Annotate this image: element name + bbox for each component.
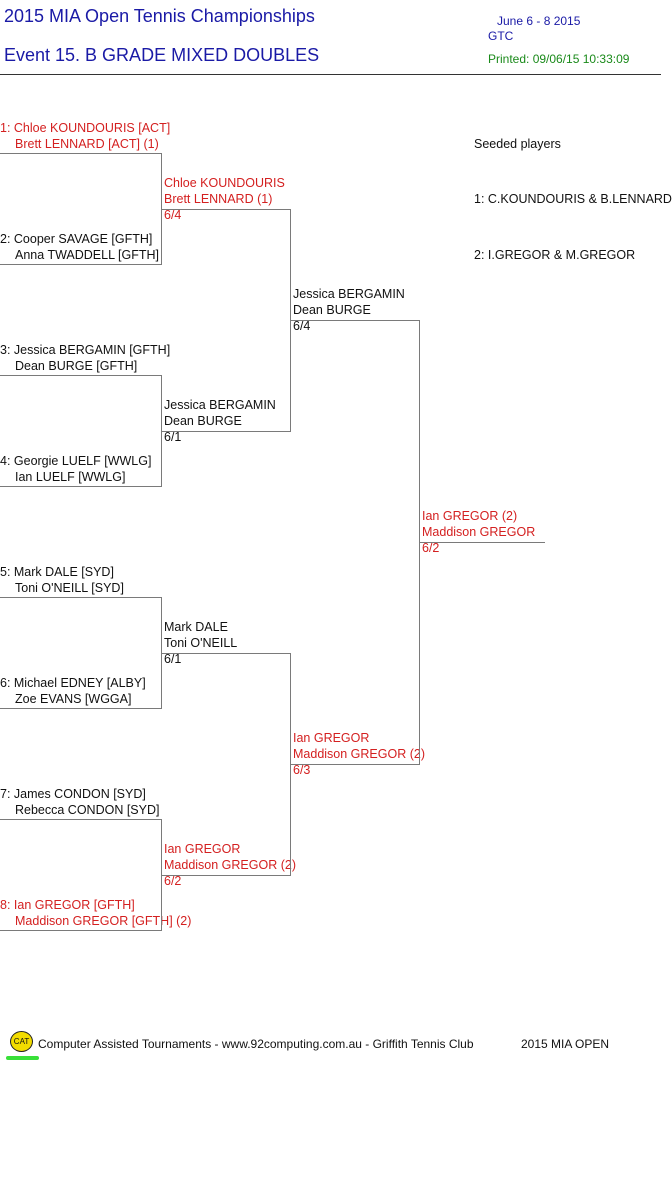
draw-entry-8: 8: Ian GREGOR [GFTH] Maddison GREGOR [GF… bbox=[0, 897, 191, 929]
entry-player-1: 5: Mark DALE [SYD] bbox=[0, 565, 114, 579]
winner-player-1: Ian GREGOR bbox=[164, 842, 241, 856]
bracket-line bbox=[290, 764, 419, 765]
entry-player-2: Dean BURGE [GFTH] bbox=[15, 359, 138, 373]
draw-entry-7: 7: James CONDON [SYD] Rebecca CONDON [SY… bbox=[0, 786, 159, 818]
bracket-line bbox=[0, 153, 161, 154]
footer-credit: Computer Assisted Tournaments - www.92co… bbox=[38, 1037, 474, 1051]
seed-item-2: 2: I.GREGOR & M.GREGOR bbox=[474, 248, 636, 262]
match-score: 6/4 bbox=[164, 208, 182, 222]
winner-player-1: Jessica BERGAMIN bbox=[164, 398, 276, 412]
bracket-line bbox=[0, 597, 161, 598]
entry-player-1: 1: Chloe KOUNDOURIS [ACT] bbox=[0, 121, 171, 135]
event-title: Event 15. B GRADE MIXED DOUBLES bbox=[4, 45, 320, 65]
entry-player-1: 2: Cooper SAVAGE [GFTH] bbox=[0, 232, 153, 246]
round2-winner-1: Chloe KOUNDOURIS Brett LENNARD (1) 6/4 bbox=[164, 175, 285, 223]
header-divider bbox=[0, 74, 661, 75]
bracket-line bbox=[419, 542, 545, 543]
draw-entry-6: 6: Michael EDNEY [ALBY] Zoe EVANS [WGGA] bbox=[0, 675, 146, 707]
semifinal-winner-2: Ian GREGOR Maddison GREGOR (2) 6/3 bbox=[293, 730, 425, 778]
entry-player-2: Zoe EVANS [WGGA] bbox=[15, 692, 132, 706]
draw-entry-3: 3: Jessica BERGAMIN [GFTH] Dean BURGE [G… bbox=[0, 342, 170, 374]
entry-player-1: 7: James CONDON [SYD] bbox=[0, 787, 146, 801]
entry-player-1: 4: Georgie LUELF [WWLG] bbox=[0, 454, 152, 468]
winner-player-1: Ian GREGOR bbox=[293, 731, 370, 745]
venue-code: GTC bbox=[488, 29, 514, 43]
bracket-line bbox=[161, 431, 290, 432]
seeds-heading: Seeded players bbox=[474, 137, 561, 151]
draw-entry-2: 2: Cooper SAVAGE [GFTH] Anna TWADDELL [G… bbox=[0, 231, 159, 263]
entry-player-2: Anna TWADDELL [GFTH] bbox=[15, 248, 160, 262]
entry-player-1: 3: Jessica BERGAMIN [GFTH] bbox=[0, 343, 171, 357]
champion: Ian GREGOR (2) Maddison GREGOR 6/2 bbox=[422, 508, 535, 556]
winner-player-1: Jessica BERGAMIN bbox=[293, 287, 405, 301]
winner-player-2: Dean BURGE bbox=[164, 414, 242, 428]
bracket-line bbox=[161, 653, 290, 654]
round2-winner-2: Jessica BERGAMIN Dean BURGE 6/1 bbox=[164, 397, 276, 445]
bracket-line bbox=[290, 320, 419, 321]
cat-logo-icon: CAT bbox=[10, 1031, 33, 1052]
match-score: 6/1 bbox=[164, 652, 182, 666]
draw-entry-1: 1: Chloe KOUNDOURIS [ACT] Brett LENNARD … bbox=[0, 120, 170, 152]
tournament-title: 2015 MIA Open Tennis Championships bbox=[4, 6, 315, 26]
entry-player-1: 8: Ian GREGOR [GFTH] bbox=[0, 898, 135, 912]
winner-player-2: Maddison GREGOR bbox=[422, 525, 536, 539]
winner-player-2: Brett LENNARD (1) bbox=[164, 192, 273, 206]
bracket-line bbox=[0, 486, 161, 487]
bracket-line bbox=[0, 375, 161, 376]
winner-player-1: Chloe KOUNDOURIS bbox=[164, 176, 285, 190]
round2-winner-3: Mark DALE Toni O'NEILL 6/1 bbox=[164, 619, 237, 667]
seed-item-1: 1: C.KOUNDOURIS & B.LENNARD bbox=[474, 192, 672, 206]
winner-player-2: Dean BURGE bbox=[293, 303, 371, 317]
winner-player-1: Mark DALE bbox=[164, 620, 228, 634]
winner-player-2: Maddison GREGOR (2) bbox=[293, 747, 425, 761]
bracket-line bbox=[0, 930, 161, 931]
winner-player-2: Maddison GREGOR (2) bbox=[164, 858, 296, 872]
bracket-line bbox=[0, 708, 161, 709]
entry-player-2: Brett LENNARD [ACT] (1) bbox=[15, 137, 159, 151]
match-score: 6/3 bbox=[293, 763, 311, 777]
event-dates: June 6 - 8 2015 bbox=[497, 14, 581, 28]
logo-underline bbox=[6, 1056, 39, 1060]
winner-player-2: Toni O'NEILL bbox=[164, 636, 238, 650]
bracket-line bbox=[161, 875, 290, 876]
entry-player-2: Toni O'NEILL [SYD] bbox=[15, 581, 124, 595]
draw-entry-5: 5: Mark DALE [SYD] Toni O'NEILL [SYD] bbox=[0, 564, 124, 596]
bracket-line bbox=[161, 209, 290, 210]
winner-player-1: Ian GREGOR (2) bbox=[422, 509, 518, 523]
entry-player-2: Rebecca CONDON [SYD] bbox=[15, 803, 160, 817]
entry-player-2: Maddison GREGOR [GFTH] (2) bbox=[15, 914, 192, 928]
round2-winner-4: Ian GREGOR Maddison GREGOR (2) 6/2 bbox=[164, 841, 296, 889]
entry-player-2: Ian LUELF [WWLG] bbox=[15, 470, 126, 484]
bracket-line bbox=[0, 819, 161, 820]
footer-event: 2015 MIA OPEN bbox=[521, 1037, 610, 1051]
match-score: 6/1 bbox=[164, 430, 182, 444]
entry-player-1: 6: Michael EDNEY [ALBY] bbox=[0, 676, 146, 690]
match-score: 6/2 bbox=[164, 874, 182, 888]
bracket-line bbox=[0, 264, 161, 265]
draw-entry-4: 4: Georgie LUELF [WWLG] Ian LUELF [WWLG] bbox=[0, 453, 151, 485]
semifinal-winner-1: Jessica BERGAMIN Dean BURGE 6/4 bbox=[293, 286, 405, 334]
match-score: 6/2 bbox=[422, 541, 440, 555]
printed-timestamp: Printed: 09/06/15 10:33:09 bbox=[488, 52, 630, 66]
match-score: 6/4 bbox=[293, 319, 311, 333]
